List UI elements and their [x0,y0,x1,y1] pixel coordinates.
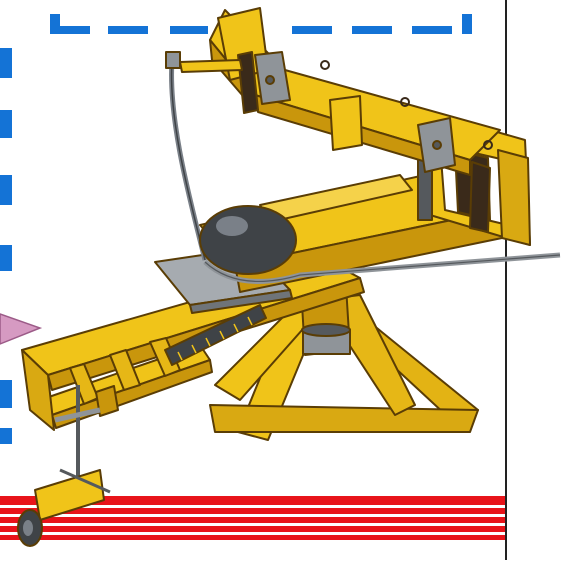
dashed-frame [0,14,472,444]
ballista [17,7,561,547]
page-edge-line [505,0,507,560]
pointer-arrow-icon [0,313,43,345]
